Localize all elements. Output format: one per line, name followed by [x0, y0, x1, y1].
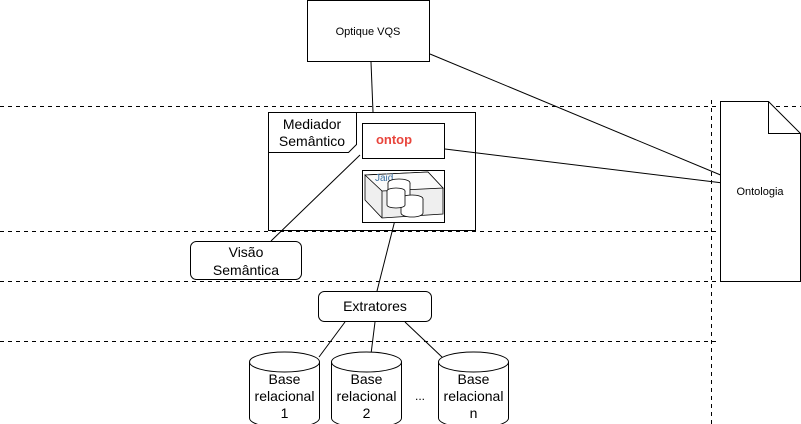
extratores-node[interactable]: Extratores [318, 291, 432, 322]
ellipsis-text: ... [415, 389, 425, 403]
database-cylinder-icon [438, 351, 509, 424]
layer-separators [0, 100, 801, 424]
tool-icon-text: Jaid [375, 173, 393, 184]
mediador-label-line-1: Mediador [283, 116, 342, 132]
base-2-line-3: 2 [363, 405, 371, 421]
ontop-logo-text: ontop [376, 132, 412, 147]
edge-extratores-basen [404, 321, 444, 359]
edge-mediador-extratores [376, 219, 396, 292]
base-1-line-3: 1 [281, 405, 289, 421]
base-n-line-1: Base [458, 371, 490, 387]
visao-label-line-1: Visão [229, 244, 264, 260]
edge-optique-ontologia [429, 53, 724, 177]
database-tool-icon: Jaid [362, 170, 445, 223]
ontologia-folded-corner [768, 101, 801, 134]
edge-optique-mediador [370, 61, 374, 113]
edge-extratores-base1 [318, 321, 346, 358]
extratores-label: Extratores [343, 298, 407, 314]
base-n-line-3: n [470, 405, 478, 421]
mediador-semantico-node[interactable]: Mediador Semântico [268, 112, 476, 231]
base-2-line-1: Base [351, 371, 383, 387]
base-2-line-2: relacional [337, 388, 397, 404]
ontologia-label: Ontologia [736, 186, 784, 198]
mediador-box [268, 112, 476, 231]
edge-ontop-visao [270, 154, 361, 242]
base-relacional-1[interactable]: Base relacional 1 [249, 351, 320, 424]
edge-extratores-base2 [370, 321, 376, 355]
base-n-line-2: relacional [444, 388, 504, 404]
database-cylinder-icon [249, 351, 320, 424]
base-1-line-2: relacional [255, 388, 315, 404]
ontologia-node[interactable]: Ontologia [720, 101, 801, 282]
visao-box [190, 241, 302, 280]
base-relacional-2[interactable]: Base relacional 2 [331, 351, 402, 424]
optique-vqs-box [307, 0, 430, 62]
extratores-box [318, 291, 432, 322]
connectors [270, 53, 724, 359]
optique-vqs-node[interactable]: Optique VQS [307, 0, 430, 62]
ontop-node[interactable]: ontop [362, 123, 445, 159]
ontop-box [362, 123, 445, 159]
mediador-label-tab [268, 112, 357, 153]
edge-ontop-ontologia [444, 148, 724, 184]
base-1-line-1: Base [269, 371, 301, 387]
optique-vqs-label: Optique VQS [336, 26, 401, 38]
base-relacional-n[interactable]: Base relacional n [438, 351, 509, 424]
database-cylinder-icon [331, 351, 402, 424]
visao-label-line-2: Semântica [213, 262, 279, 278]
mediador-label-line-2: Semântico [279, 133, 345, 149]
visao-semantica-node[interactable]: Visão Semântica [190, 241, 302, 280]
